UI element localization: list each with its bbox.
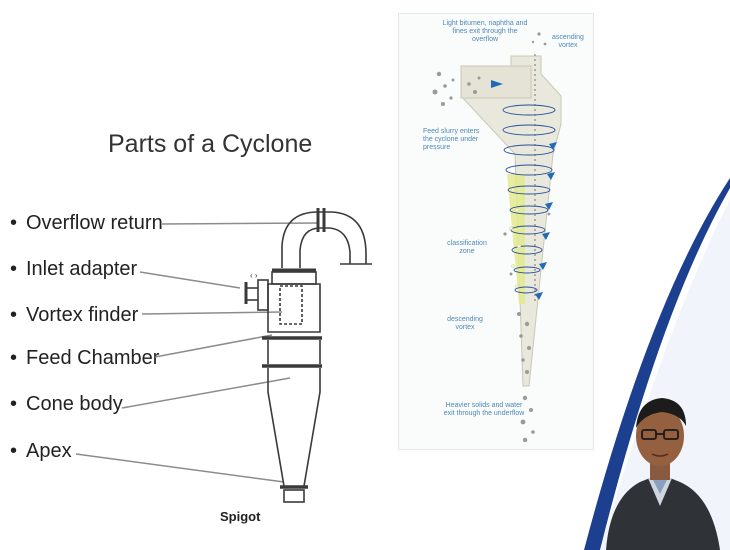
presenter-video <box>600 378 730 550</box>
